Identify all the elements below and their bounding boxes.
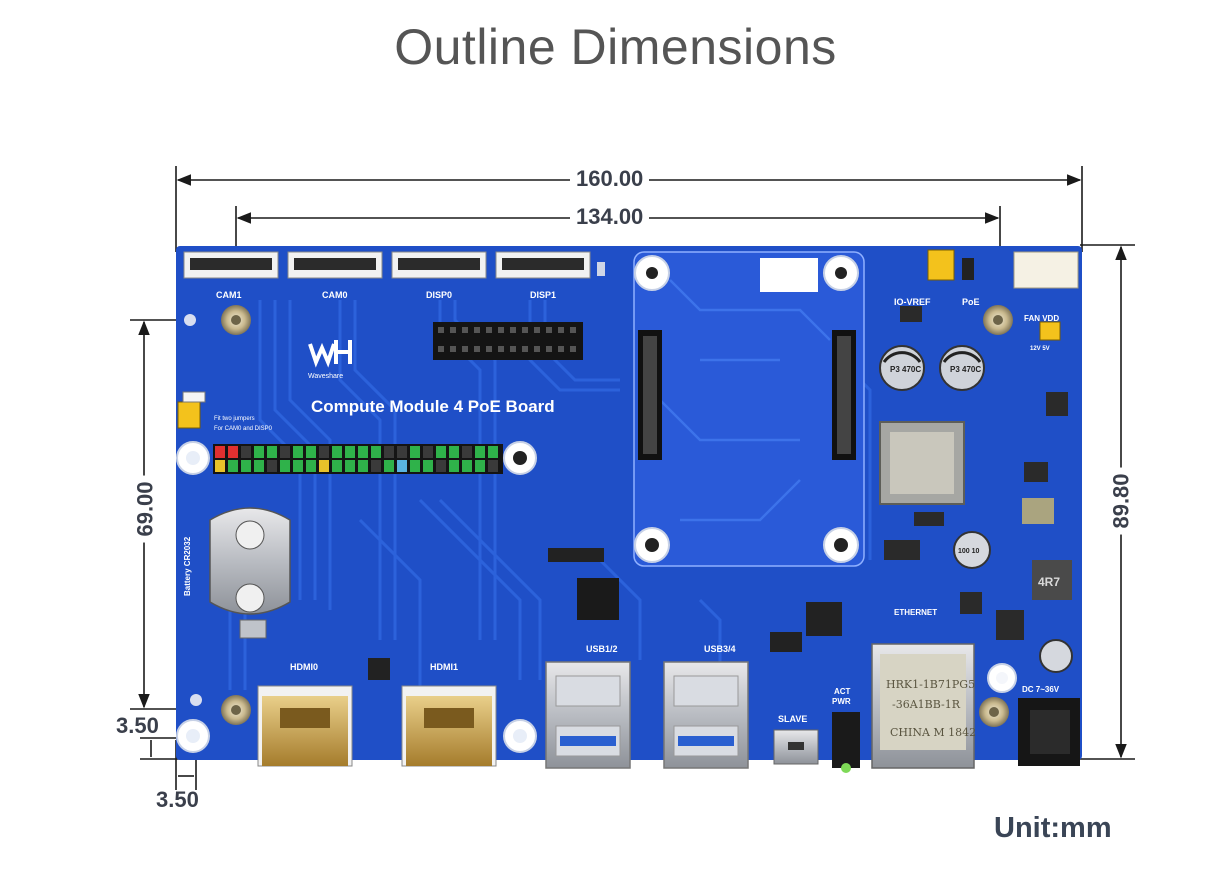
usb-ports [545, 661, 749, 769]
usb12-label: USB1/2 [586, 644, 618, 654]
silkscreen-text: Compute Module 4 PoE Board Waveshare IO-… [183, 297, 1060, 724]
usb34-label: USB3/4 [704, 644, 736, 654]
io-vref-jumper [927, 249, 955, 281]
fan-volts-label: 12V 5V [1030, 346, 1050, 352]
fan-vdd-label: FAN VDD [1024, 314, 1059, 323]
small-ic-row [548, 548, 604, 562]
hdmi1-label: HDMI1 [430, 662, 458, 672]
cam1-label: CAM1 [216, 290, 242, 300]
ethernet-label: ETHERNET [894, 608, 937, 617]
status-leds [832, 712, 860, 768]
fan-connector [1013, 251, 1079, 289]
disp0-label: DISP0 [426, 290, 452, 300]
dimension-hole-offset-y: 3.50 [116, 713, 159, 738]
mounting-holes [176, 255, 1017, 753]
page-title: Outline Dimensions [394, 19, 837, 75]
brand-label: Waveshare [308, 373, 343, 380]
hdmi-ports [257, 685, 497, 767]
hdmi0-label: HDMI0 [290, 662, 318, 672]
pin-header-top [433, 322, 583, 360]
svg-text:-36A1BB-1R: -36A1BB-1R [892, 698, 961, 711]
poe-label: PoE [962, 297, 980, 307]
fpc-connectors [183, 251, 605, 279]
disp1-label: DISP1 [530, 290, 556, 300]
usb-hub-chip [577, 578, 619, 620]
slave-label: SLAVE [778, 714, 807, 724]
dimension-total-width: 160.00 [570, 166, 650, 192]
cap3-label: 100 10 [958, 548, 980, 555]
board-name: Compute Module 4 PoE Board [311, 397, 555, 416]
fan-vdd-jumper [1039, 321, 1061, 341]
power-components [879, 306, 1073, 673]
pcb-board [176, 246, 1082, 760]
dimension-hole-height: 69.00 [132, 475, 159, 543]
jumper-note-2: For CAM0 and DISP0 [214, 426, 273, 432]
dimension-hole-width: 134.00 [570, 204, 650, 230]
cap1-label: P3 470C [890, 365, 921, 374]
dc-label: DC 7~36V [1022, 685, 1060, 694]
gpio-header [213, 444, 503, 474]
waveshare-logo [308, 340, 352, 368]
svg-text:CHINA M 1842: CHINA M 1842 [890, 726, 976, 739]
cap2-label: P3 470C [950, 365, 981, 374]
svg-text:HRK1-1B71PG5: HRK1-1B71PG5 [886, 678, 975, 691]
inductor-label: 4R7 [1038, 575, 1060, 589]
dimension-hole-offset-x: 3.50 [156, 787, 199, 812]
act-label: ACT [834, 687, 851, 696]
battery-label: Battery CR2032 [183, 536, 192, 596]
camera-jumper [177, 401, 201, 429]
jumper-note-1: Fit two jumpers [214, 416, 255, 422]
pwr-label: PWR [832, 697, 851, 706]
battery-holder [209, 507, 291, 639]
unit-label: Unit:mm [994, 812, 1112, 844]
io-vref-label: IO-VREF [894, 297, 931, 307]
dimension-total-height: 89.80 [1108, 467, 1135, 535]
cam0-label: CAM0 [322, 290, 348, 300]
rj45-ethernet-port [871, 643, 975, 769]
rj45-marking: HRK1-1B71PG5 -36A1BB-1R CHINA M 1842 [886, 678, 976, 739]
connector-labels: CAM1 CAM0 DISP0 DISP1 [216, 290, 556, 300]
